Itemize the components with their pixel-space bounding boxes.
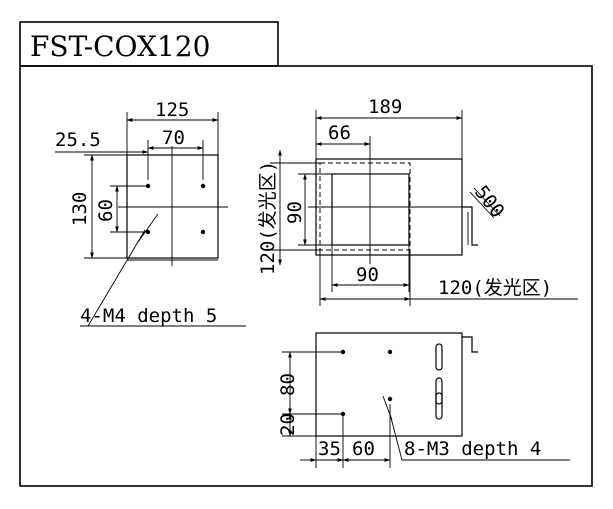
cable-stub bbox=[462, 336, 478, 353]
bottom-view: 80 20 35 60 8-M3 depth 4 bbox=[277, 332, 570, 468]
side-emit-height-label: 120(发光区) bbox=[257, 161, 279, 275]
bottom-screw-note: 8-M3 depth 4 bbox=[404, 438, 541, 460]
side-view: 189 66 120(发光区) 90 90 120(发光区) 500 bbox=[257, 96, 578, 306]
front-hole-span-y-label: 60 bbox=[95, 199, 117, 222]
front-view: 125 70 25.5 130 60 4-M4 depth 5 bbox=[55, 99, 246, 327]
bottom-hole bbox=[387, 349, 393, 355]
light-window bbox=[331, 173, 410, 246]
model-title: FST-COX120 bbox=[30, 30, 210, 63]
bottom-hole-offset-y-label: 20 bbox=[277, 413, 299, 436]
side-emit-width-label: 120(发光区) bbox=[438, 277, 552, 299]
side-length-label: 189 bbox=[368, 96, 402, 118]
vent-slot bbox=[435, 343, 443, 371]
bottom-hole-offset-x-label: 35 bbox=[318, 438, 341, 460]
front-screw-note: 4-M4 depth 5 bbox=[80, 305, 217, 327]
side-window-height-label: 90 bbox=[284, 201, 306, 224]
side-window-width-label: 90 bbox=[356, 264, 379, 286]
front-height-label: 130 bbox=[69, 192, 91, 226]
emit-area-dashed bbox=[319, 162, 411, 251]
bottom-hole-span-y-label: 80 bbox=[277, 373, 299, 396]
bottom-view-body bbox=[315, 332, 463, 437]
cable-connector bbox=[462, 206, 478, 246]
side-window-offset-label: 66 bbox=[328, 122, 351, 144]
front-hole bbox=[200, 183, 206, 189]
bottom-hole-span-x-label: 60 bbox=[352, 438, 375, 460]
vent-slot bbox=[435, 392, 443, 420]
front-width-label: 125 bbox=[155, 99, 189, 121]
title-block bbox=[19, 21, 279, 67]
cable-length-label: 500 bbox=[470, 182, 508, 223]
drawing-frame bbox=[19, 65, 593, 487]
front-hole-span-x-label: 70 bbox=[162, 127, 185, 149]
vent-slot bbox=[435, 377, 443, 405]
bottom-hole bbox=[387, 396, 393, 402]
front-hole bbox=[200, 229, 206, 235]
front-hole-offset-label: 25.5 bbox=[55, 129, 101, 151]
front-view-body bbox=[126, 154, 219, 259]
